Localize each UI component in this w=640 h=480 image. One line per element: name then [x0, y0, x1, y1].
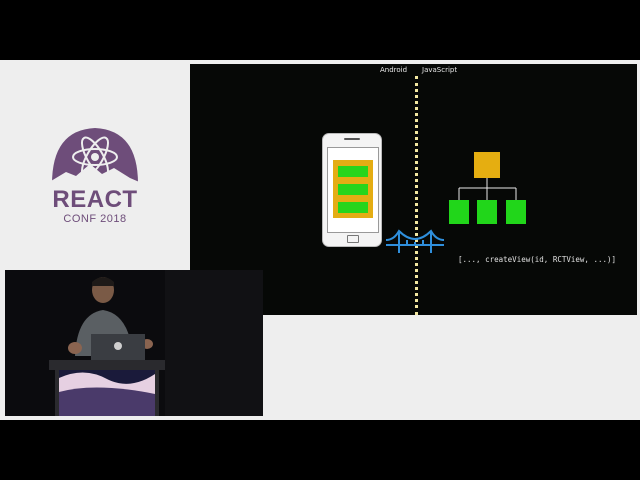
javascript-label: JavaScript: [422, 66, 458, 74]
conference-logo: REACT CONF 2018: [40, 124, 150, 225]
native-view-2: [338, 184, 368, 195]
video-frame: REACT CONF 2018 Android JavaScript: [0, 60, 640, 420]
android-js-divider: [415, 76, 418, 315]
tree-child-node: [506, 200, 526, 224]
phone-home-button: [347, 235, 359, 243]
native-container-view: [333, 160, 373, 218]
phone-icon: [322, 133, 382, 247]
native-view-3: [338, 202, 368, 213]
conference-subtitle: CONF 2018: [63, 213, 127, 225]
bridge-icon: [386, 229, 444, 253]
tree-connectors: [458, 178, 517, 200]
speaker-video: [5, 270, 263, 416]
presentation-slide: Android JavaScript: [190, 64, 637, 315]
create-view-code: [..., createView(id, RCTView, ...)]: [458, 255, 617, 264]
tree-child-node: [477, 200, 497, 224]
android-label: Android: [380, 66, 408, 74]
conference-title: REACT: [52, 186, 138, 213]
tree-root-node: [474, 152, 500, 178]
phone-screen: [327, 147, 379, 233]
react-atom-mountain-icon: [46, 128, 144, 184]
native-view-1: [338, 166, 368, 177]
tree-child-node: [449, 200, 469, 224]
phone-speaker: [344, 138, 360, 140]
